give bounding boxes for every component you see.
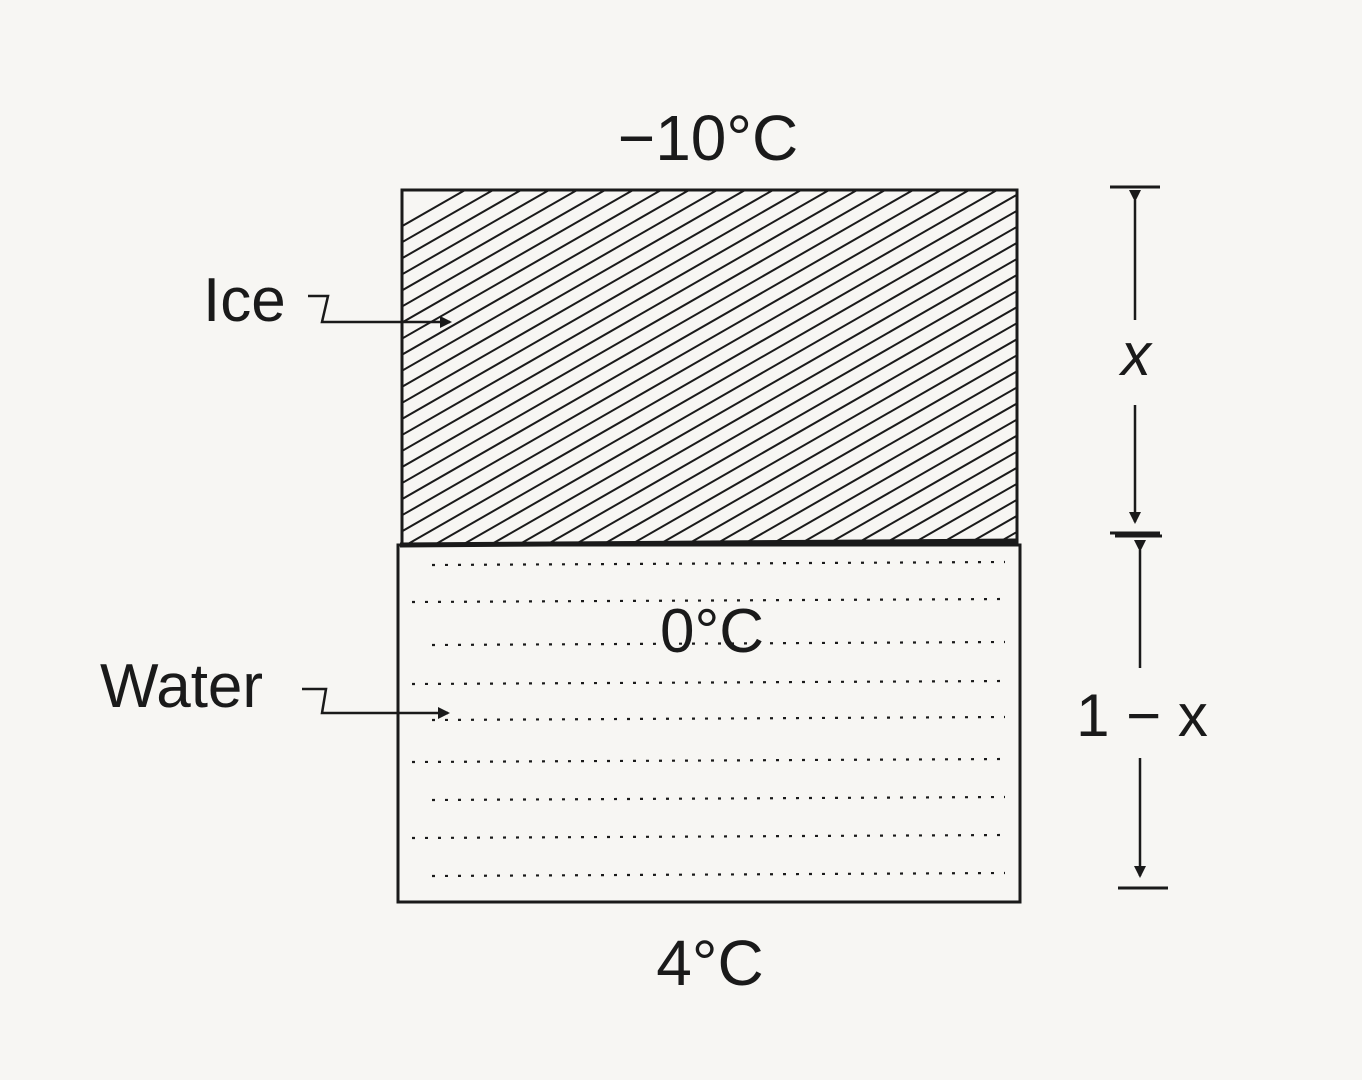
hatch-line [402, 190, 580, 292]
hatch-line [1332, 170, 1362, 560]
ice-thickness-label: x [1118, 321, 1153, 388]
water-dot-line [431, 560, 1006, 567]
hatch-line [460, 225, 1017, 545]
hatch-line [1052, 170, 1362, 560]
hatch-line [964, 514, 1017, 545]
hatch-line [402, 190, 832, 437]
hatch-line [402, 190, 860, 453]
hatch-line [656, 338, 1017, 545]
water-label: Water [100, 652, 263, 721]
hatch-line [600, 305, 1017, 545]
hatch-line [402, 190, 916, 485]
hatch-line [1192, 170, 1362, 560]
interface-line [399, 538, 1019, 548]
hatch-line [1164, 170, 1362, 560]
hatch-line [402, 190, 944, 501]
ice-label: Ice [203, 266, 286, 335]
hatch-line [402, 190, 748, 388]
ice-arrow-icon [308, 294, 452, 328]
hatch-line [1220, 170, 1362, 560]
hatch-line [740, 386, 1017, 545]
ice-pointer: Ice [203, 266, 452, 335]
water-dot-line [411, 597, 1006, 604]
hatch-line [880, 466, 1017, 545]
ice-thickness-dimension: x [1110, 185, 1160, 535]
hatch-line [1024, 170, 1362, 560]
hatch-line [1304, 170, 1362, 560]
hatch-line [996, 170, 1362, 560]
hatch-line [402, 190, 664, 340]
hatch-line [402, 190, 608, 308]
hatch-line [1136, 170, 1362, 560]
water-pointer: Water [100, 652, 450, 721]
interface-temperature-label: 0°C [660, 597, 764, 666]
hatch-line [516, 257, 1017, 545]
water-dot-line [431, 871, 1006, 878]
water-dot-line [431, 715, 1006, 722]
top-temperature-label: −10°C [618, 102, 798, 174]
hatch-line [402, 190, 552, 276]
hatch-line [402, 190, 888, 469]
bottom-temperature-label: 4°C [656, 927, 763, 999]
hatch-line [404, 193, 1017, 545]
hatch-line [402, 190, 720, 372]
water-dot-line [411, 679, 1006, 686]
hatch-line [1248, 170, 1362, 560]
water-thickness-label: 1 − x [1076, 682, 1208, 749]
hatch-line [992, 530, 1017, 545]
water-arrow-icon [302, 687, 450, 719]
water-dot-line [431, 795, 1006, 802]
water-thickness-dimension: 1 − x [1076, 534, 1208, 890]
hatch-line [402, 190, 804, 421]
hatch-line [488, 241, 1017, 545]
hatch-line [402, 190, 692, 356]
water-dot-line [411, 833, 1006, 840]
hatch-line [768, 402, 1017, 545]
hatch-line [712, 370, 1017, 545]
hatch-line [402, 190, 776, 405]
hatch-line [402, 190, 636, 324]
hatch-line [684, 354, 1017, 545]
hatch-line [402, 190, 496, 244]
water-dot-line [411, 757, 1006, 764]
hatch-line [544, 273, 1017, 545]
hatch-line [402, 190, 972, 517]
water-dot-line [431, 640, 1006, 647]
hatch-line [852, 450, 1017, 545]
hatch-line [824, 434, 1017, 545]
hatch-line [796, 418, 1017, 545]
hatch-line [628, 321, 1017, 545]
ice-layer [400, 170, 1362, 560]
hatch-line [1276, 170, 1362, 560]
hatch-line [432, 209, 1017, 545]
hatch-line [402, 190, 1000, 533]
hatch-line [572, 289, 1017, 545]
hatch-line [908, 482, 1017, 545]
hatch-line [402, 190, 524, 260]
